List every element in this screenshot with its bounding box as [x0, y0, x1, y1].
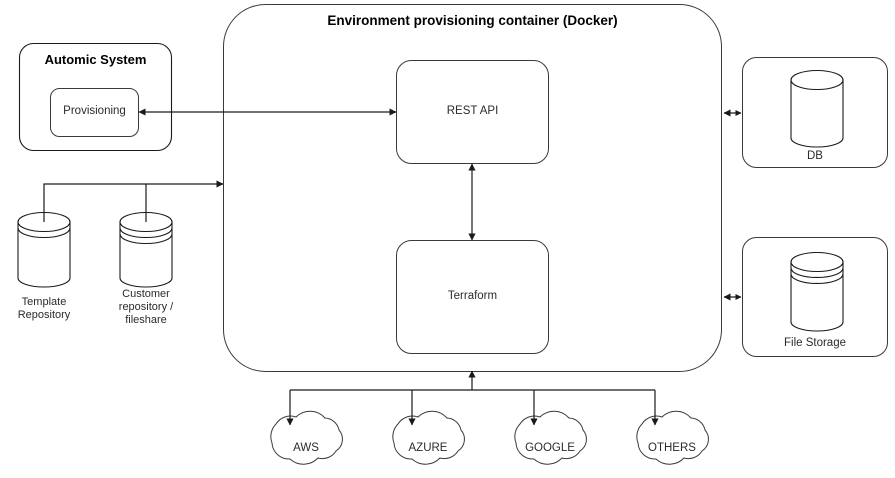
- database-cylinder-icon: [790, 69, 844, 148]
- template-repository-cylinder-icon: [17, 211, 71, 288]
- terraform-box: [396, 240, 549, 354]
- cloud-azure: [392, 410, 465, 465]
- customer-repository-cylinder-icon: [119, 211, 173, 288]
- automic-system-box: [18, 42, 173, 152]
- db-box: [742, 57, 888, 168]
- cloud-google: [514, 410, 587, 465]
- connector-repositories-bus: [43, 180, 224, 222]
- rest-api-box: [396, 60, 549, 164]
- cloud-others: [636, 410, 709, 465]
- file-storage-box: [742, 237, 888, 357]
- file-storage-cylinder-icon: [790, 251, 844, 332]
- cloud-aws: [270, 410, 343, 465]
